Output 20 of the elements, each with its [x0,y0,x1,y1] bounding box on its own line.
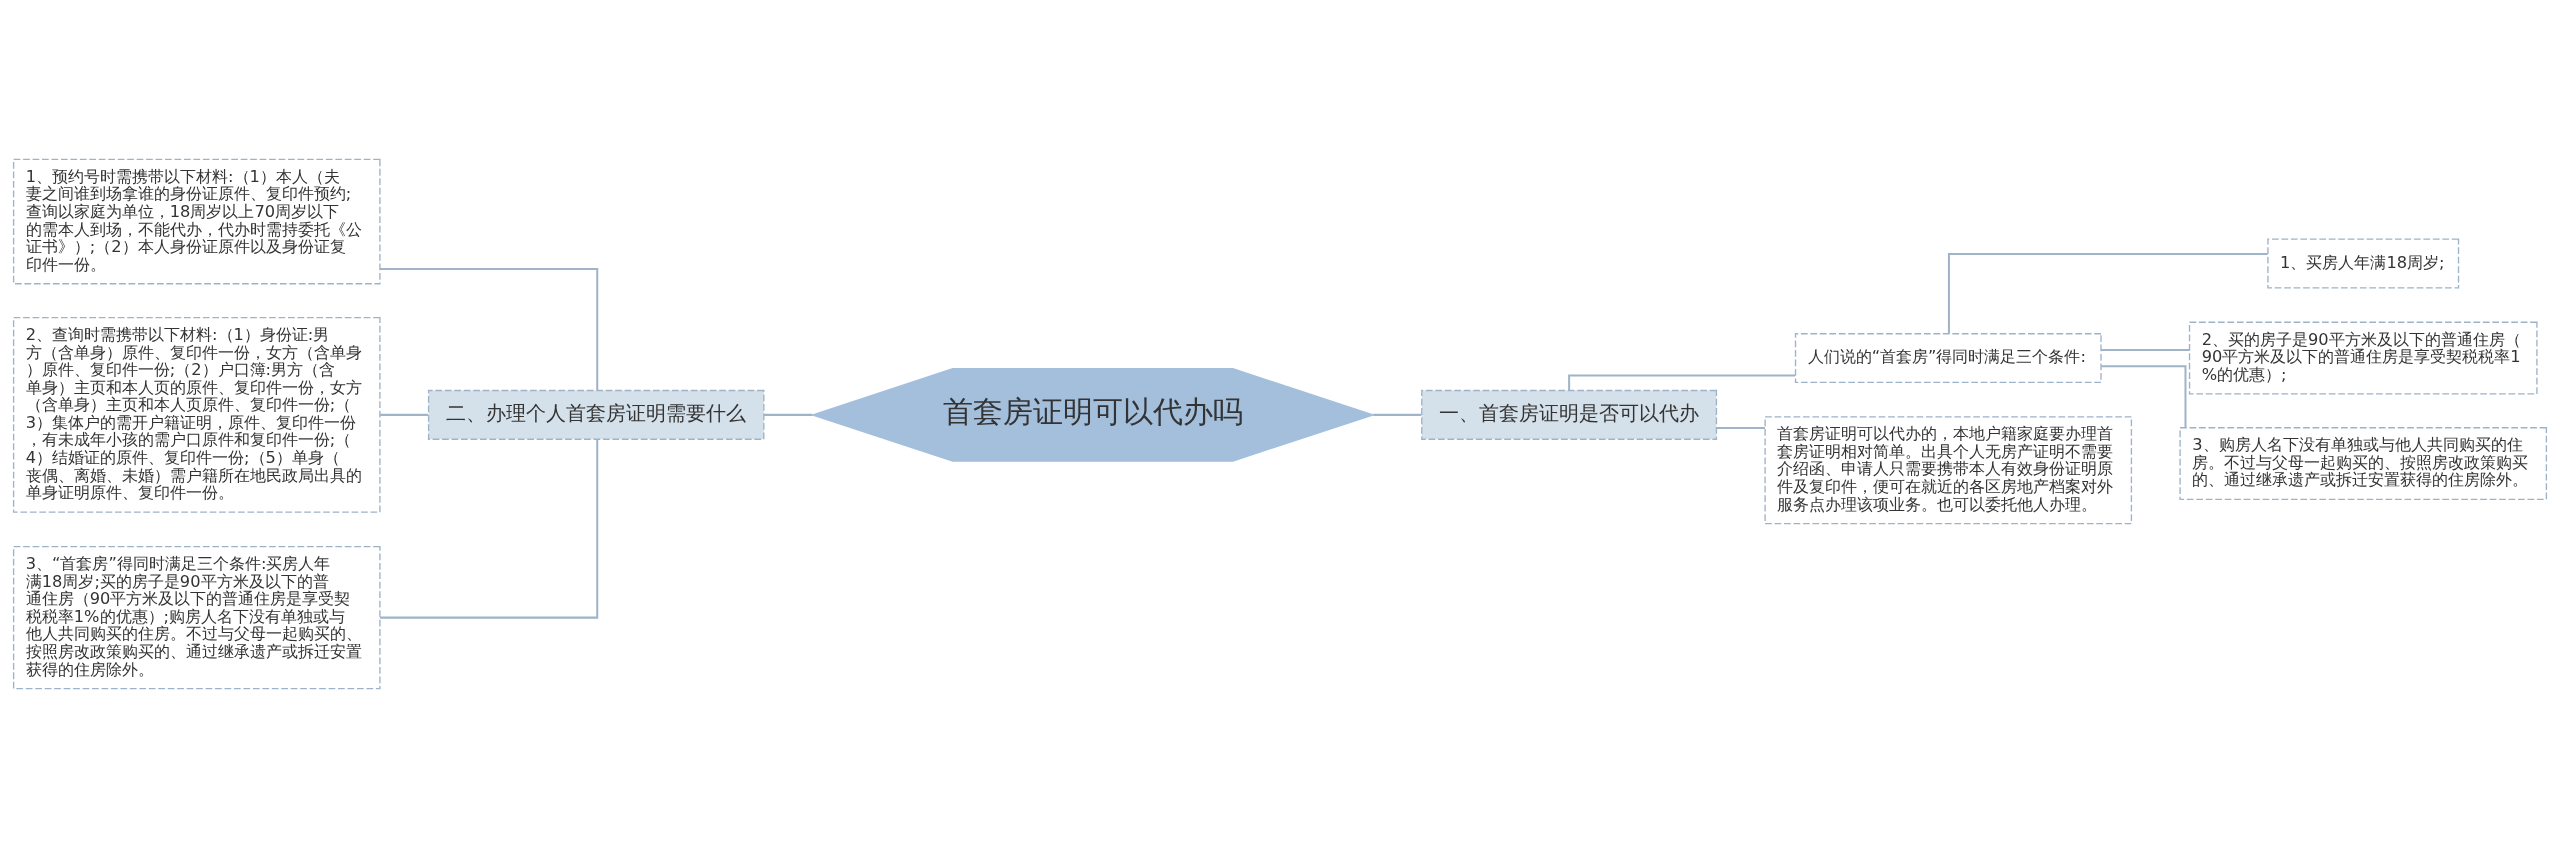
node-box: 一、首套房证明是否可以代办 [1421,389,1718,440]
connector [380,438,599,619]
connector [1373,413,1422,416]
connector [764,413,813,416]
node-box: 人们说的“首套房”得同时满足三个条件: [1794,332,2102,383]
connector [380,267,599,390]
node-box: 1、预约号时需携带以下材料:（1）本人（夫妻之间谁到场拿谁的身份证原件、复印件预约;查询以家庭为单位，18周岁以上70周岁以下的需本人到场，不能代办，代办时需持委托《公证书》）;（2）本人身份证原件以及身份证复印件一份。 [12,158,381,284]
node-box: 2、买的房子是90平方米及以下的普通住房（90平方米及以下的普通住房是享受契税税率1%的优惠）; [2188,321,2538,395]
connector [1947,252,2268,333]
node-box: 3、购房人名下没有单独或与他人共同购买的住房。不过与父母一起购买的、按照房改政策购买的、通过继承遗产或拆迁安置获得的住房除外。 [2179,426,2548,500]
node-box: 首套房证明可以代办的，本地户籍家庭要办理首套房证明相对简单。出具个人无房产证明不需要介绍函、申请人只需要携带本人有效身份证明原件及复印件，便可在就近的各区房地产档案对外服务点办理该项业务。也可以委托他人办理。 [1764,415,2133,524]
node-box: 1、买房人年满18周岁; [2267,238,2460,288]
node-box: 2、查询时需携带以下材料:（1）身份证:男方（含单身）原件、复印件一份，女方（含单身）原件、复印件一份;（2）户口簿:男方（含单身）主页和本人页的原件、复印件一份，女方（含单身）主页和本人页原件、复印件一份;（3）集体户的需开户籍证明，原件、复印件一份，有未成年小孩的需户口原件和复印件一份;（4）结婚证的原件、复印件一份;（5）单身（丧偶、离婚、未婚）需户籍所在地民政局出具的单身证明原件、复印件一份。 [12,316,381,513]
node-box: 3、“首套房”得同时满足三个条件:买房人年满18周岁;买的房子是90平方米及以下的普通住房（90平方米及以下的普通住房是享受契税税率1%的优惠）;购房人名下没有单独或与他人共同购买的住房。不过与父母一起购买的、按照房改政策购买的、通过继承遗产或拆迁安置获得的住房除外。 [12,545,381,689]
connector [1716,426,1765,429]
connector [1568,373,1796,390]
connector [2101,348,2190,351]
connector [380,413,429,416]
connector [2101,364,2187,427]
node-box: 二、办理个人首套房证明需要什么 [427,389,765,440]
